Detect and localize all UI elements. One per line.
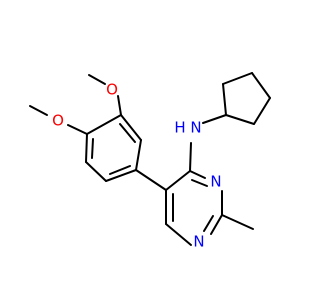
phenyl-bond-6 [120, 114, 142, 141]
cyclopentyl-bond-5 [225, 114, 255, 125]
cyclopentyl-bond-4 [253, 97, 271, 125]
pyrimidine-double-2 [203, 215, 214, 232]
cyclopentyl-bond-2 [222, 72, 253, 85]
cyclopentyl-bond-1 [222, 83, 227, 116]
phenyl-double-2 [109, 165, 131, 175]
phenyl-bond-4 [105, 169, 137, 182]
oxygen-label-lower: O [52, 112, 64, 130]
oxygen-label-upper: O [106, 81, 118, 99]
bond-o-upper-ring [117, 95, 122, 116]
bond-amine-cyclopentyl [202, 114, 227, 124]
phenyl-bond-5 [135, 139, 142, 171]
pyrimidine-bond-1 [165, 170, 191, 191]
phenyl-double-1 [91, 138, 94, 159]
phenyl-bond-3 [85, 161, 107, 182]
pyrimidine-bond-5 [165, 223, 192, 246]
phenyl-bond-1 [86, 114, 122, 135]
bond-pyrimidine-amine [189, 142, 192, 172]
bonds [29, 72, 271, 246]
atom-labels: O O N H N N [52, 81, 222, 251]
phenyl-bond-2 [85, 133, 88, 163]
pyrimidine-bond-4 [210, 214, 223, 235]
cyclopentyl-bond-3 [251, 72, 271, 99]
pyrimidine-bond-2 [189, 170, 206, 179]
pyrimidine-double-1 [191, 179, 208, 187]
bond-methyl-o-lower [29, 105, 48, 116]
bond-methyl-o-upper [88, 74, 106, 85]
pyrimidine-nitrogen-label-upper: N [210, 173, 221, 191]
bond-pyrimidine-methyl [221, 214, 254, 230]
pyrimidine-nitrogen-label-lower: N [193, 233, 204, 251]
bond-phenyl-pyrimidine [135, 169, 167, 191]
phenyl-double-3 [119, 123, 136, 143]
amine-nitrogen-label: N [190, 119, 201, 137]
structure-diagram: O O N H N N [29, 72, 271, 251]
amine-hydrogen-label: H [174, 119, 185, 137]
bond-o-lower-ring [67, 124, 88, 135]
